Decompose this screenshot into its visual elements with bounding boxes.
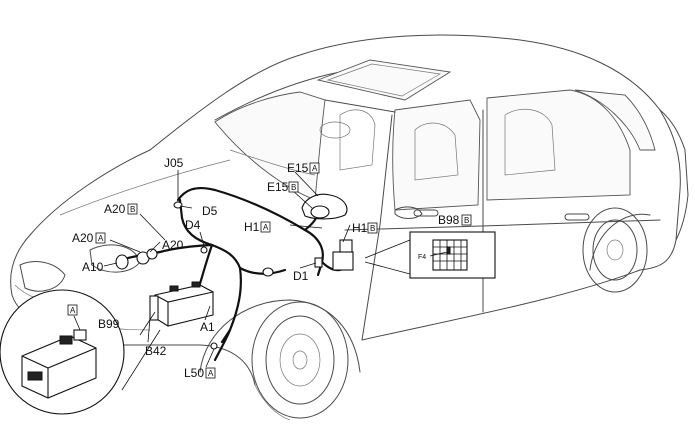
label-a20a: A20 (72, 231, 94, 245)
car-body (10, 34, 689, 421)
fusebox-b42 (149, 295, 159, 321)
label-h1b-box: B (370, 224, 375, 233)
fuse-grid (432, 239, 468, 271)
connector-h1 (332, 239, 354, 271)
label-e15b: E15 (267, 180, 289, 194)
label-h1a-box: A (263, 223, 269, 232)
battery-a1 (154, 281, 214, 327)
label-b98-box: B (464, 216, 469, 225)
labels: J05 D5 A20 B A20 A D4 A20 A10 E15 A E15 … (67, 156, 472, 380)
connector-l50 (210, 342, 218, 350)
ecu-e15 (301, 193, 348, 220)
component-a20 (136, 248, 158, 265)
label-e15a-box: A (312, 164, 318, 173)
connector-a10 (115, 254, 129, 270)
leader-lines (103, 170, 351, 368)
battery-b99-inset (0, 289, 161, 415)
connector-d1 (314, 257, 323, 268)
label-l50-box: A (208, 369, 214, 378)
label-d4: D4 (185, 218, 201, 232)
connector-j05 (173, 201, 183, 209)
label-a20b-box: B (130, 205, 135, 214)
fusebox-b98-inset (364, 231, 496, 279)
label-h1b: H1 (352, 221, 368, 235)
label-f4: F4 (418, 254, 426, 261)
label-inset-box: A (70, 306, 76, 315)
label-d1: D1 (293, 269, 309, 283)
label-a1: A1 (200, 320, 215, 334)
label-h1a: H1 (244, 220, 260, 234)
label-a10: A10 (82, 260, 104, 274)
connector-d4 (200, 246, 208, 254)
label-e15a: E15 (287, 161, 309, 175)
components (0, 193, 496, 415)
label-e15b-box: B (291, 183, 296, 192)
label-b98: B98 (438, 213, 460, 227)
label-a20a-box: A (98, 234, 104, 243)
label-d5: D5 (202, 204, 218, 218)
label-a20b: A20 (104, 202, 126, 216)
label-a20: A20 (162, 238, 184, 252)
label-b99: B99 (98, 317, 120, 331)
label-b42: B42 (145, 344, 167, 358)
inline-connector (262, 267, 274, 277)
label-l50: L50 (184, 366, 204, 380)
label-j05: J05 (164, 156, 184, 170)
